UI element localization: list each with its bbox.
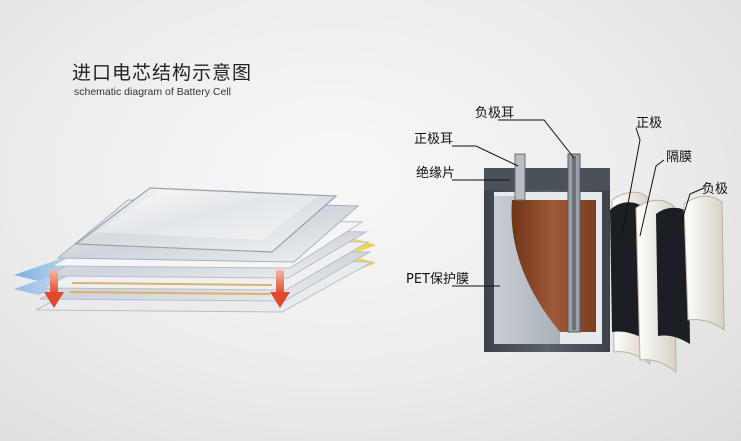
label-positive-tab: 正极耳 bbox=[414, 132, 454, 147]
case-lid bbox=[484, 168, 610, 190]
leader-positive-electrode bbox=[621, 127, 641, 237]
leader-negative-tab bbox=[498, 119, 575, 159]
pouch-body bbox=[74, 187, 338, 253]
negative-electrode-coating bbox=[656, 207, 690, 344]
diagram-title: 进口电芯结构示意图 bbox=[72, 62, 253, 84]
label-pet-film: PET保护膜 bbox=[406, 272, 469, 287]
negative-electrode-layer bbox=[683, 195, 725, 332]
pouch-highlight bbox=[96, 190, 318, 240]
pet-protective-film bbox=[494, 196, 560, 344]
label-separator: 隔膜 bbox=[666, 150, 693, 165]
leader-separator bbox=[639, 159, 665, 237]
label-insulating-sheet: 绝缘片 bbox=[416, 166, 456, 181]
leader-positive-tab bbox=[452, 145, 519, 167]
exploded-stack-illustration bbox=[14, 187, 376, 313]
diagram-subtitle: schematic diagram of Battery Cell bbox=[74, 86, 231, 98]
label-positive-electrode: 正极 bbox=[636, 116, 663, 131]
negative-tab-core bbox=[572, 156, 576, 330]
positive-tab bbox=[514, 153, 526, 201]
electrode-layer-line bbox=[69, 291, 271, 295]
label-negative-tab: 负极耳 bbox=[475, 106, 515, 121]
left-arrow-icon bbox=[44, 270, 64, 308]
leader-lines bbox=[452, 119, 705, 287]
electrode-layer-line bbox=[71, 282, 273, 286]
label-negative-electrode: 负极 bbox=[702, 182, 729, 197]
leader-negative-electrode bbox=[681, 187, 705, 221]
right-arrow-icon bbox=[270, 270, 290, 308]
cutaway-cell-illustration bbox=[452, 119, 725, 374]
